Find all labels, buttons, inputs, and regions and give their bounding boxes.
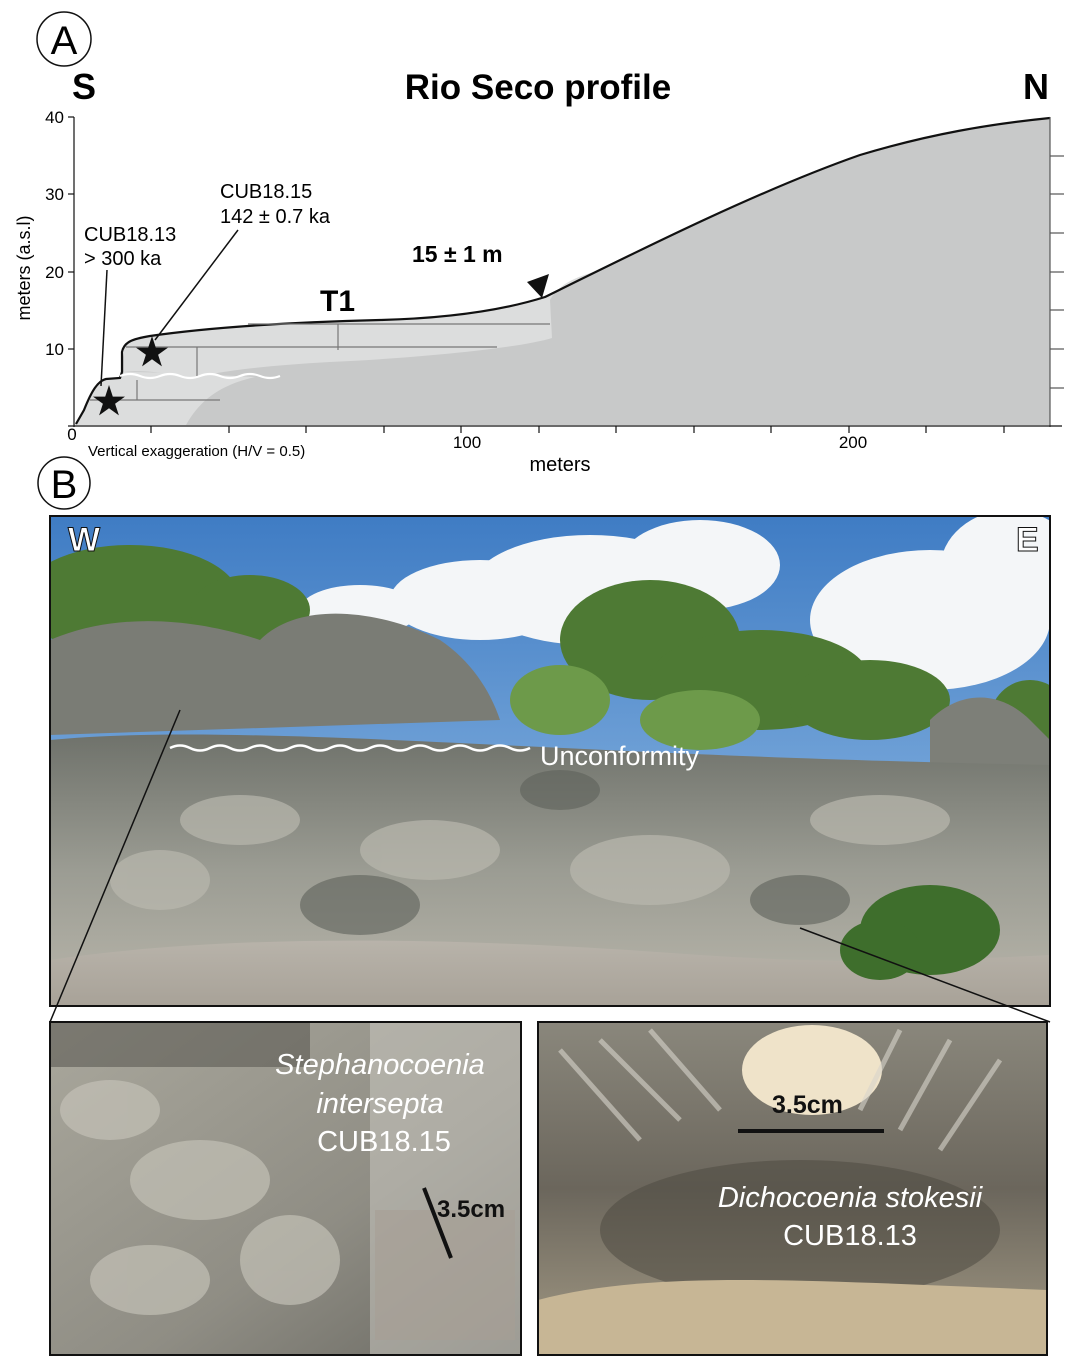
- east-label: E: [1016, 521, 1039, 559]
- inset-left-sample: CUB18.15: [317, 1126, 451, 1158]
- vertical-exaggeration-note: Vertical exaggeration (H/V = 0.5): [88, 443, 305, 460]
- inset-left-connector: [49, 709, 181, 1023]
- inset-left-photo: [50, 1022, 521, 1355]
- outcrop-photo-frame: [49, 515, 1051, 1007]
- outcrop-photo: [50, 516, 1050, 1006]
- panel-a: A S N Rio Seco profile: [14, 11, 1064, 476]
- y-axis-label: meters (a.s.l): [14, 215, 34, 320]
- inset-left-genus: Stephanocoenia: [275, 1049, 485, 1081]
- panel-a-circle: [36, 11, 92, 67]
- sample-1-leader-line: [100, 269, 108, 387]
- inset-right-taxon: Dichocoenia stokesii: [718, 1182, 984, 1214]
- panel-b: B: [37, 456, 1051, 1356]
- topographic-surface: [75, 116, 1051, 425]
- inset-right-frame: [537, 1021, 1048, 1356]
- lower-terrace-deposit: [74, 372, 255, 425]
- west-label: W: [68, 521, 101, 559]
- y-tick-30: 30: [45, 185, 64, 204]
- inner-edge-label: 15 ± 1 m: [412, 241, 503, 267]
- x-axis-label: meters: [529, 454, 590, 476]
- panel-b-letter: B: [51, 463, 78, 507]
- photo-unconformity-line: [169, 744, 531, 752]
- inset-right-connector: [799, 927, 1051, 1023]
- sample-2-star-icon: [136, 336, 168, 367]
- terrace-t1-deposit: [124, 270, 600, 380]
- north-label: N: [1023, 66, 1049, 107]
- panel-a-letter: A: [51, 19, 78, 63]
- panel-b-circle: [37, 456, 91, 510]
- profile-unconformity-line: [119, 372, 281, 380]
- inset-left-scale-label: 3.5cm: [437, 1196, 505, 1223]
- y-tick-10: 10: [45, 340, 64, 359]
- south-label: S: [72, 66, 96, 107]
- inner-edge-arrow-icon: [527, 274, 549, 298]
- x-tick-100: 100: [453, 433, 481, 452]
- sample-2-age: 142 ± 0.7 ka: [220, 206, 331, 228]
- right-axis: [1049, 117, 1064, 427]
- sample-1-age: > 300 ka: [84, 248, 162, 270]
- profile-title: Rio Seco profile: [405, 68, 671, 107]
- sample-2-id: CUB18.15: [220, 181, 312, 203]
- terrace-t1-label: T1: [320, 285, 355, 318]
- y-tick-0: 0: [67, 425, 76, 444]
- inset-left-species: intersepta: [316, 1088, 443, 1120]
- y-tick-20: 20: [45, 263, 64, 282]
- sample-1-star-icon: [93, 385, 125, 416]
- inset-right-photo: [538, 1022, 1047, 1355]
- y-axis: [68, 116, 75, 427]
- terrain-profile: [74, 116, 1051, 425]
- inset-left-scale-bar: [422, 1187, 453, 1259]
- inset-right-sample: CUB18.13: [783, 1220, 917, 1252]
- sample-1-id: CUB18.13: [84, 224, 176, 246]
- x-tick-200: 200: [839, 433, 867, 452]
- inset-right-scale-label: 3.5cm: [772, 1091, 843, 1119]
- unconformity-label: Unconformity: [540, 741, 700, 771]
- x-axis: [74, 425, 1062, 433]
- y-tick-40: 40: [45, 108, 64, 127]
- sample-2-leader-line: [154, 229, 239, 341]
- inset-left-frame: [49, 1021, 522, 1356]
